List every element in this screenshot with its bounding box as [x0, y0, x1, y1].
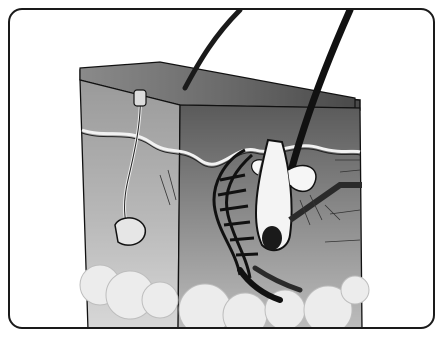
- nerve-ending: [134, 90, 146, 106]
- hair-bulb: [262, 226, 282, 250]
- sebaceous-gland: [288, 166, 316, 192]
- pacinian-corpuscle: [115, 218, 145, 245]
- skin-cross-section-illustration: [10, 10, 435, 329]
- image-frame: [8, 8, 435, 329]
